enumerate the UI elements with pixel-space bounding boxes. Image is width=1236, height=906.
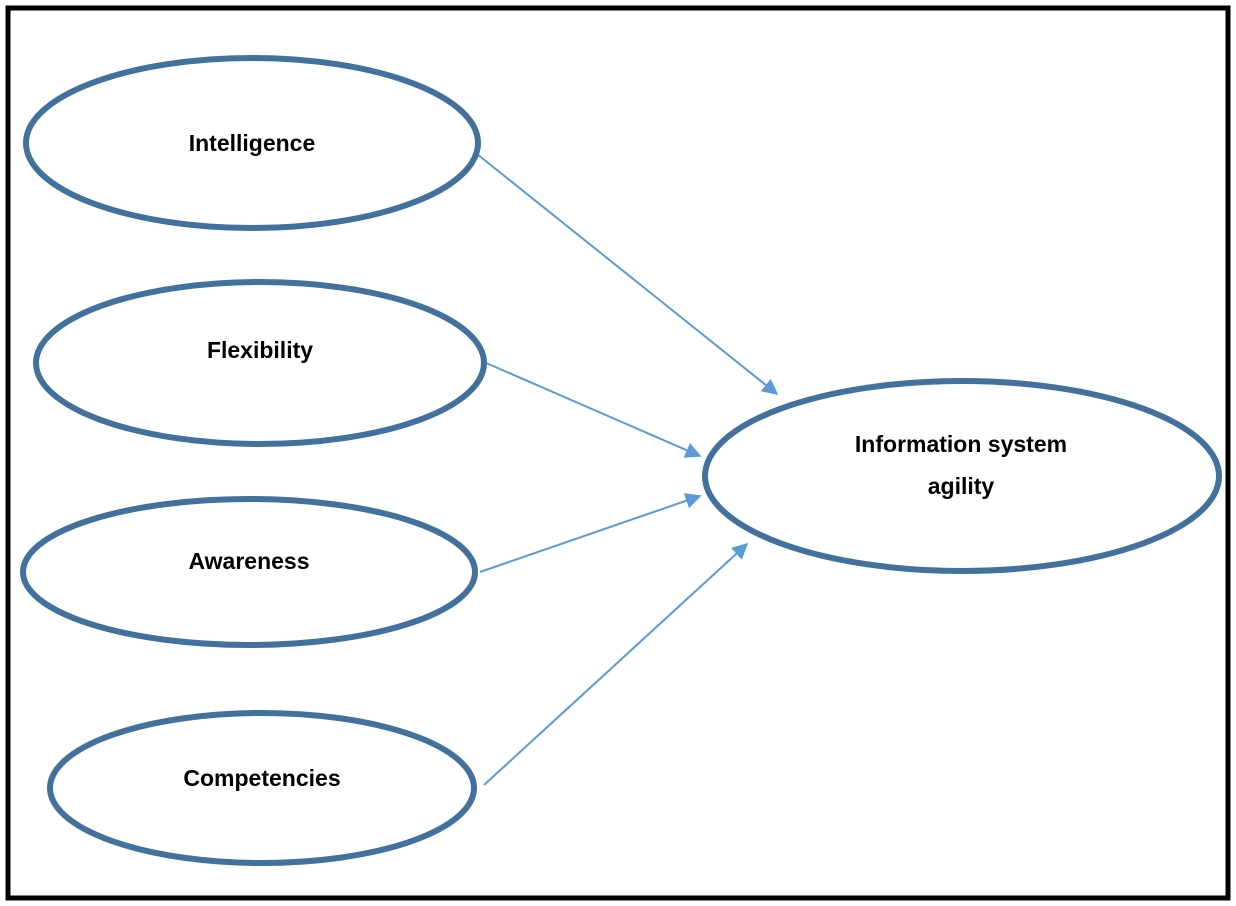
- arrow-intelligence-to-agility: [471, 149, 779, 395]
- node-intelligence-shape: [23, 55, 481, 231]
- node-awareness-label: Awareness: [188, 548, 309, 574]
- node-competencies-shape: [47, 710, 477, 866]
- node-intelligence: Intelligence: [23, 55, 481, 231]
- node-is-agility-shape: [702, 378, 1222, 574]
- node-flexibility-shape: [33, 279, 487, 447]
- arrow-awareness-to-agility: [479, 493, 702, 573]
- node-is-agility-label-line1: Information system: [855, 431, 1067, 457]
- node-intelligence-label: Intelligence: [189, 130, 316, 156]
- node-is-agility-label-line2: agility: [928, 473, 995, 499]
- node-flexibility-label: Flexibility: [207, 337, 313, 363]
- arrow-competencies-to-agility: [483, 542, 749, 786]
- node-flexibility: Flexibility: [33, 279, 487, 447]
- node-competencies: Competencies: [47, 710, 477, 866]
- node-awareness: Awareness: [20, 496, 478, 648]
- node-competencies-label: Competencies: [183, 765, 340, 791]
- arrow-flexibility-to-agility: [476, 358, 702, 458]
- node-awareness-shape: [20, 496, 478, 648]
- node-is-agility: Information system agility: [702, 378, 1222, 574]
